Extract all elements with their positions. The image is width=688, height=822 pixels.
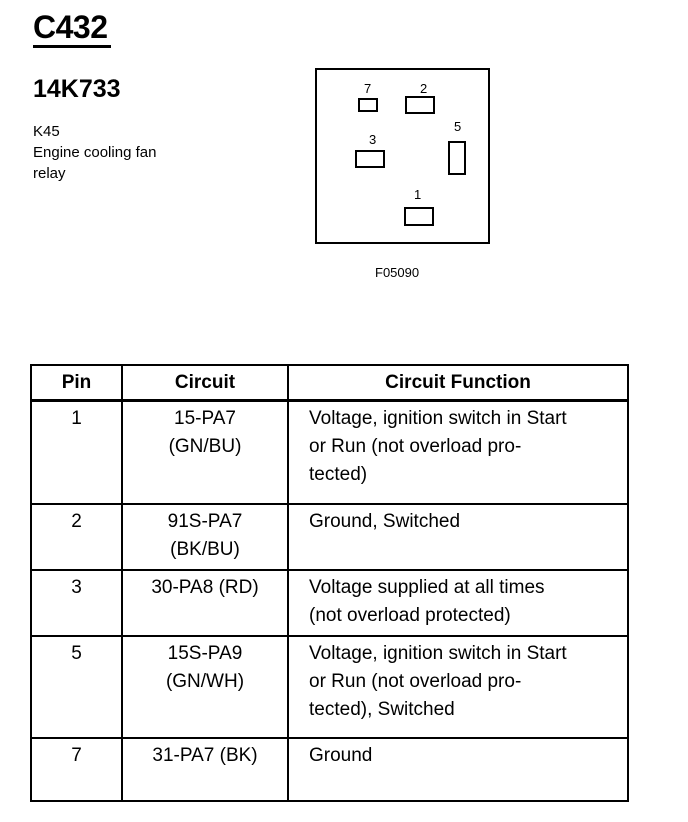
connector-id: C432 bbox=[33, 9, 108, 45]
component-name-line1: Engine cooling fan bbox=[33, 144, 157, 161]
pin-slot-7 bbox=[358, 98, 378, 112]
circuit-cell: 91S-PA7 (BK/BU) bbox=[121, 502, 289, 571]
function-line: Voltage, ignition switch in Start bbox=[309, 408, 567, 429]
function-cell: Voltage, ignition switch in Start or Run… bbox=[287, 399, 629, 505]
pin-cell: 5 bbox=[30, 634, 123, 739]
function-cell: Ground, Switched bbox=[287, 502, 629, 571]
pin-cell: 7 bbox=[30, 736, 123, 802]
circuit-line: (BK/BU) bbox=[170, 538, 240, 560]
table-row: 2 91S-PA7 (BK/BU) Ground, Switched bbox=[30, 502, 629, 571]
pin-slot-1 bbox=[404, 207, 434, 226]
pin-slot-3 bbox=[355, 150, 385, 168]
circuit-line: 30-PA8 (RD) bbox=[151, 576, 259, 598]
table-row: 3 30-PA8 (RD) Voltage supplied at all ti… bbox=[30, 568, 629, 637]
connector-id-underline bbox=[33, 45, 111, 48]
circuit-line: 91S-PA7 bbox=[167, 510, 243, 532]
function-line: Ground bbox=[309, 744, 373, 766]
table-row: 1 15-PA7 (GN/BU) Voltage, ignition switc… bbox=[30, 399, 629, 505]
pin-label-2: 2 bbox=[420, 81, 428, 96]
function-line: (not overload protected) bbox=[309, 604, 511, 626]
pin-cell: 3 bbox=[30, 568, 123, 637]
circuit-line: 31-PA7 (BK) bbox=[152, 744, 258, 766]
pin-label-5: 5 bbox=[454, 119, 462, 134]
pin-label-3: 3 bbox=[369, 132, 377, 147]
function-line: or Run (not overload pro- bbox=[309, 436, 522, 457]
pin-cell: 2 bbox=[30, 502, 123, 571]
component-name-line2: relay bbox=[33, 165, 66, 182]
circuit-line: (GN/BU) bbox=[168, 436, 242, 457]
function-cell: Ground bbox=[287, 736, 629, 802]
pin-table: Pin Circuit Circuit Function 1 15-PA7 (G… bbox=[30, 364, 629, 802]
pin-slot-5 bbox=[448, 141, 466, 175]
part-number: 14K733 bbox=[33, 75, 121, 103]
circuit-line: (GN/WH) bbox=[165, 670, 245, 692]
table-row: 7 31-PA7 (BK) Ground bbox=[30, 736, 629, 802]
circuit-line: 15S-PA9 bbox=[167, 642, 243, 664]
function-line: tected), Switched bbox=[309, 698, 455, 720]
table-header-row: Pin Circuit Circuit Function bbox=[30, 364, 629, 402]
circuit-cell: 15S-PA9 (GN/WH) bbox=[121, 634, 289, 739]
function-line: Voltage supplied at all times bbox=[309, 576, 545, 598]
table-row: 5 15S-PA9 (GN/WH) Voltage, ignition swit… bbox=[30, 634, 629, 739]
function-line: Ground, Switched bbox=[309, 510, 461, 532]
function-cell: Voltage supplied at all times (not overl… bbox=[287, 568, 629, 637]
function-line: tected) bbox=[309, 464, 368, 485]
component-description: K45 Engine cooling fan relay bbox=[33, 121, 233, 184]
pin-cell: 1 bbox=[30, 399, 123, 505]
pin-slot-2 bbox=[405, 96, 435, 114]
figure-code: F05090 bbox=[375, 265, 420, 280]
column-header-function: Circuit Function bbox=[287, 364, 629, 402]
circuit-line: 15-PA7 bbox=[174, 408, 236, 429]
pin-label-1: 1 bbox=[414, 187, 422, 202]
column-header-pin: Pin bbox=[30, 364, 123, 402]
function-cell: Voltage, ignition switch in Start or Run… bbox=[287, 634, 629, 739]
component-code: K45 bbox=[33, 123, 60, 140]
connector-face-diagram: 7 2 3 5 1 bbox=[315, 68, 490, 244]
function-line: Voltage, ignition switch in Start bbox=[309, 642, 567, 664]
circuit-cell: 30-PA8 (RD) bbox=[121, 568, 289, 637]
function-line: or Run (not overload pro- bbox=[309, 670, 522, 692]
circuit-cell: 15-PA7 (GN/BU) bbox=[121, 399, 289, 505]
circuit-cell: 31-PA7 (BK) bbox=[121, 736, 289, 802]
column-header-circuit: Circuit bbox=[121, 364, 289, 402]
pin-label-7: 7 bbox=[364, 81, 372, 96]
